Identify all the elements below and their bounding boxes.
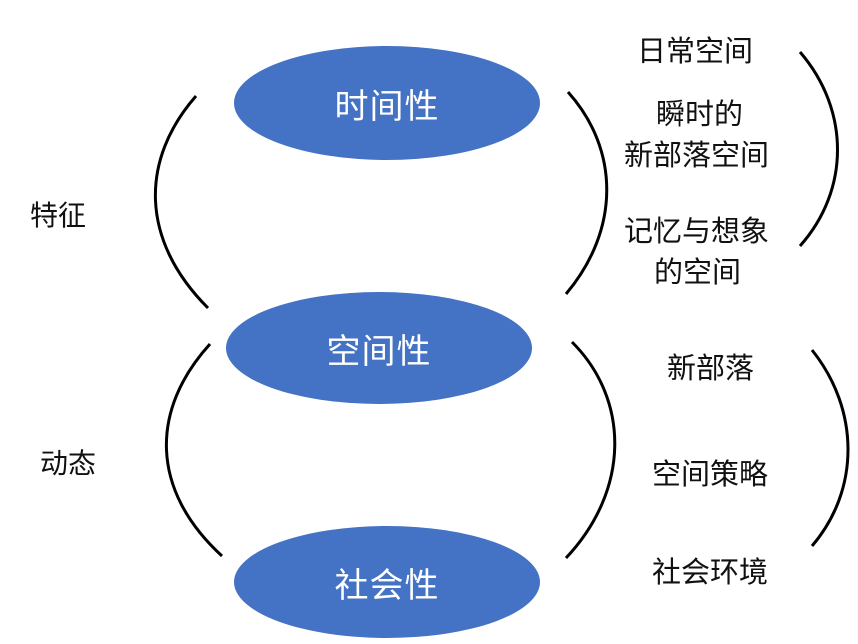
left-upper-bracket: [153, 95, 210, 310]
node-time-label: 时间性: [334, 86, 440, 127]
node-space-label: 空间性: [326, 331, 432, 372]
right-lower-item-2: 空间策略: [652, 457, 769, 491]
node-social-label: 社会性: [334, 565, 440, 606]
node-time-ellipse: 时间性: [234, 46, 540, 160]
right-upper-item-2-line-1: 瞬时的: [656, 97, 744, 131]
left-label-feature: 特征: [30, 199, 87, 232]
right-lower-item-1: 新部落: [667, 351, 755, 385]
left-lower-bracket: [164, 342, 224, 558]
right-upper-item-1: 日常空间: [637, 34, 754, 68]
right-upper-item-3-line-1: 记忆与想象: [624, 214, 770, 248]
right-upper-bracket: [564, 90, 609, 295]
right-upper-item-2-line-2: 新部落空间: [624, 138, 770, 172]
far-right-lower-bracket: [810, 349, 850, 547]
left-label-dynamic: 动态: [40, 447, 97, 480]
right-lower-item-3: 社会环境: [652, 555, 769, 589]
node-social-ellipse: 社会性: [234, 526, 540, 638]
right-lower-bracket: [564, 340, 617, 560]
right-upper-item-3-line-2: 的空间: [654, 255, 742, 289]
far-right-upper-bracket: [798, 51, 839, 247]
node-space-ellipse: 空间性: [226, 292, 532, 404]
